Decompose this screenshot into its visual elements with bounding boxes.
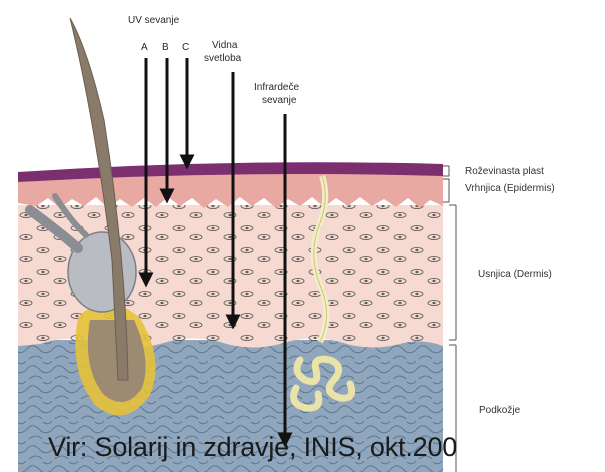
dermis-label: Usnjica (Dermis) (478, 269, 552, 280)
uv-c-label: C (182, 42, 189, 53)
subcutis-label: Podkožje (479, 405, 521, 416)
infrared-label-1: Infrardeče (254, 82, 299, 93)
infrared-label-2: sevanje (262, 95, 297, 106)
source-caption: Vir: Solarij in zdravje, INIS, okt.200 (48, 432, 457, 463)
visible-light-label-1: Vidna (212, 40, 238, 51)
stratum-corneum-label: Roževinasta plast (465, 166, 544, 177)
layer-brackets (443, 166, 456, 472)
uv-title: UV sevanje (128, 15, 180, 26)
uv-b-label: B (162, 42, 169, 53)
visible-light-label-2: svetloba (204, 53, 242, 64)
uv-a-label: A (141, 42, 148, 53)
epidermis-label: Vrhnjica (Epidermis) (465, 183, 555, 194)
